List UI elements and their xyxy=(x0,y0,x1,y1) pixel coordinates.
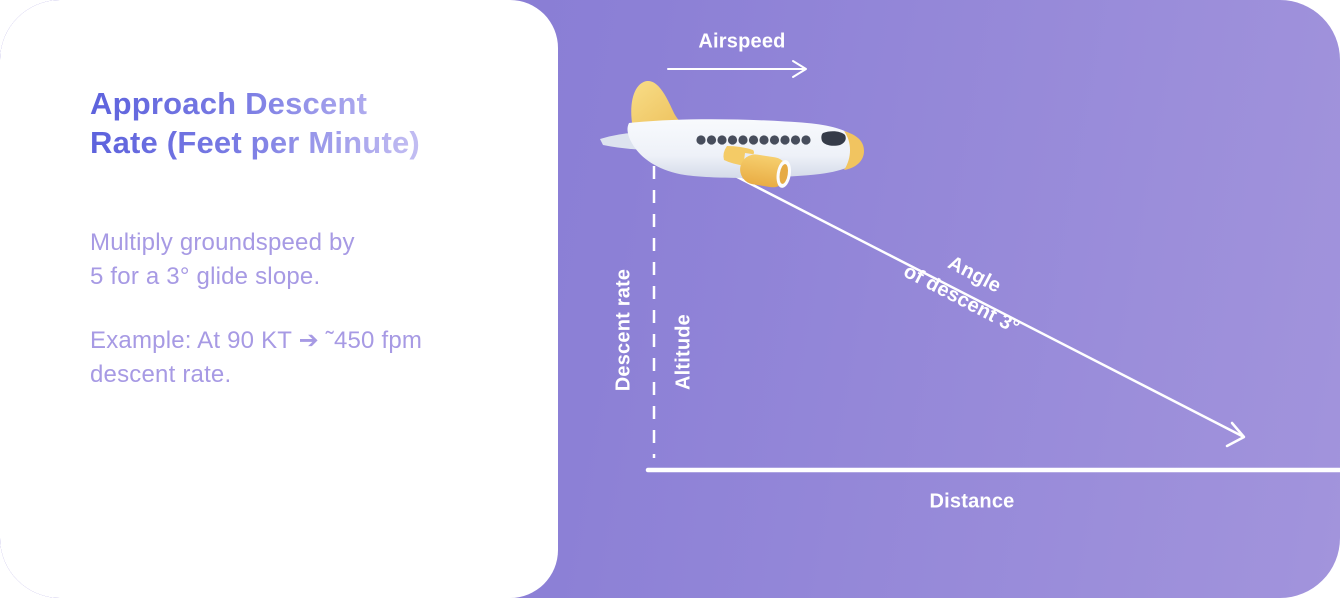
descent-rate-label: Descent rate xyxy=(612,268,635,392)
airspeed-label: Airspeed xyxy=(698,30,786,53)
title-line1: Approach Descent xyxy=(90,86,368,121)
distance-label: Distance xyxy=(929,490,1015,513)
example-text-line1: Example: At 90 KT ➔ ˜450 fpm xyxy=(90,327,423,354)
page-title: Approach Descent Rate (Feet per Minute) xyxy=(90,84,498,162)
info-card: Approach Descent Rate (Feet per Minute) … xyxy=(0,0,558,598)
airplane-icon xyxy=(600,80,864,188)
example-text: Example: At 90 KT ➔ ˜450 fpm descent rat… xyxy=(90,324,498,392)
rule-text-line1: Multiply groundspeed by xyxy=(90,229,355,256)
glide-slope-arrow-icon xyxy=(710,162,1246,448)
airspeed-arrow-icon xyxy=(667,60,807,78)
rule-text: Multiply groundspeed by 5 for a 3° glide… xyxy=(90,226,498,294)
example-text-line2: descent rate. xyxy=(90,361,232,388)
rule-text-line2: 5 for a 3° glide slope. xyxy=(90,263,321,290)
altitude-label: Altitude xyxy=(672,313,695,391)
title-line2: Rate (Feet per Minute) xyxy=(90,125,420,160)
